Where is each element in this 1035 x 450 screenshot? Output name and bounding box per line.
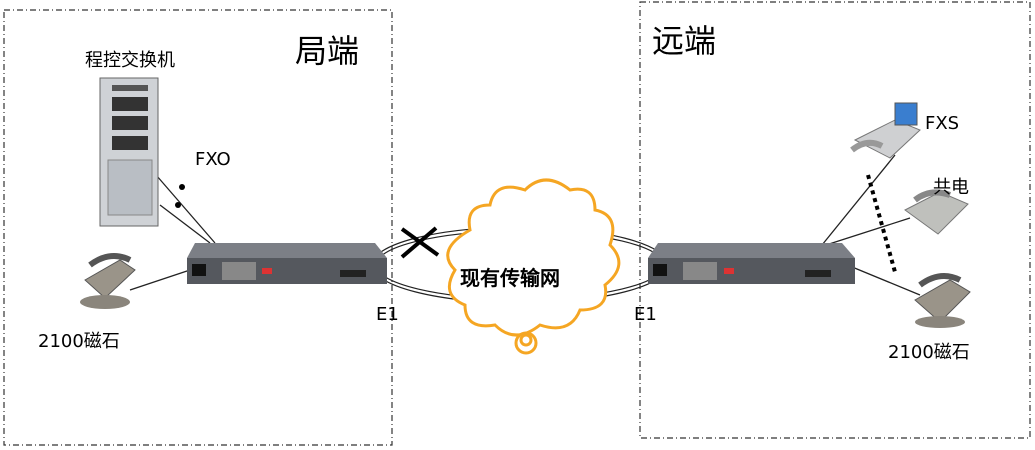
switch-cabinet-icon <box>99 77 159 227</box>
break-x-icon <box>400 226 440 259</box>
local-end-label: 局端 <box>295 32 359 70</box>
dotted-link <box>866 174 897 273</box>
remote-end-label: 远端 <box>652 22 716 60</box>
local-end-region <box>3 9 393 446</box>
fxs-phone-icon <box>850 102 921 159</box>
fxo-label: FXO <box>195 149 231 170</box>
magneto-right-label: 2100磁石 <box>888 342 970 363</box>
network-label: 现有传输网 <box>460 266 560 290</box>
fxo-dot <box>179 184 185 190</box>
magneto-left-label: 2100磁石 <box>38 331 120 352</box>
common-battery-phone-icon <box>904 189 969 235</box>
fxs-label: FXS <box>925 113 959 134</box>
magneto-phone-right-icon <box>914 273 971 328</box>
remote-device-icon <box>648 243 855 284</box>
switch-label: 程控交换机 <box>85 50 175 71</box>
remote-end-region <box>639 1 1031 439</box>
cloud-icon <box>446 178 621 355</box>
common-battery-label: 共电 <box>933 177 969 198</box>
local-device-icon <box>187 243 387 284</box>
e1-right-label: E1 <box>634 304 657 325</box>
e1-left-label: E1 <box>376 304 399 325</box>
fxo-dot <box>175 202 181 208</box>
magneto-phone-left-icon <box>80 253 136 309</box>
